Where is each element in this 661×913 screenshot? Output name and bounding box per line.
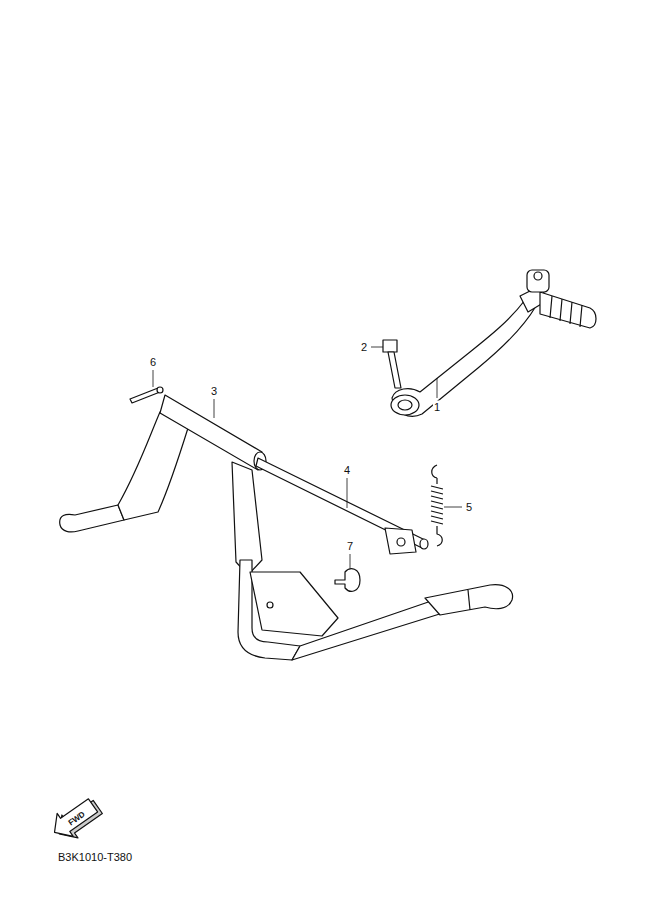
callout-number: 6	[149, 356, 157, 369]
stand-plate-right	[232, 462, 262, 575]
stand-plate-left	[118, 412, 188, 520]
lever-boss	[391, 395, 419, 415]
direction-label: FWD	[66, 809, 88, 829]
stand-cross-tube	[160, 395, 262, 470]
pedal-grip	[540, 292, 596, 328]
split-pin	[130, 388, 160, 403]
callout-number: 1	[433, 401, 441, 414]
stand-gusset	[250, 572, 338, 636]
forward-arrow	[46, 792, 105, 847]
stand-foot-right	[425, 585, 513, 615]
spring	[431, 465, 443, 546]
callout-number: 5	[465, 501, 473, 514]
leader-lines	[153, 347, 462, 568]
callout-number: 3	[210, 385, 218, 398]
callout-number: 7	[346, 540, 354, 553]
pedal-pivot	[527, 270, 549, 292]
callout-number: 2	[360, 341, 368, 354]
stand-foot-left	[60, 505, 124, 532]
diagram-code: B3K1010-T380	[57, 851, 133, 864]
callout-number: 4	[343, 464, 351, 477]
stand-rail	[292, 598, 446, 660]
bolt	[383, 340, 397, 352]
shaft-plate	[385, 528, 416, 554]
kick-lever	[392, 300, 536, 416]
stopper	[335, 569, 360, 592]
